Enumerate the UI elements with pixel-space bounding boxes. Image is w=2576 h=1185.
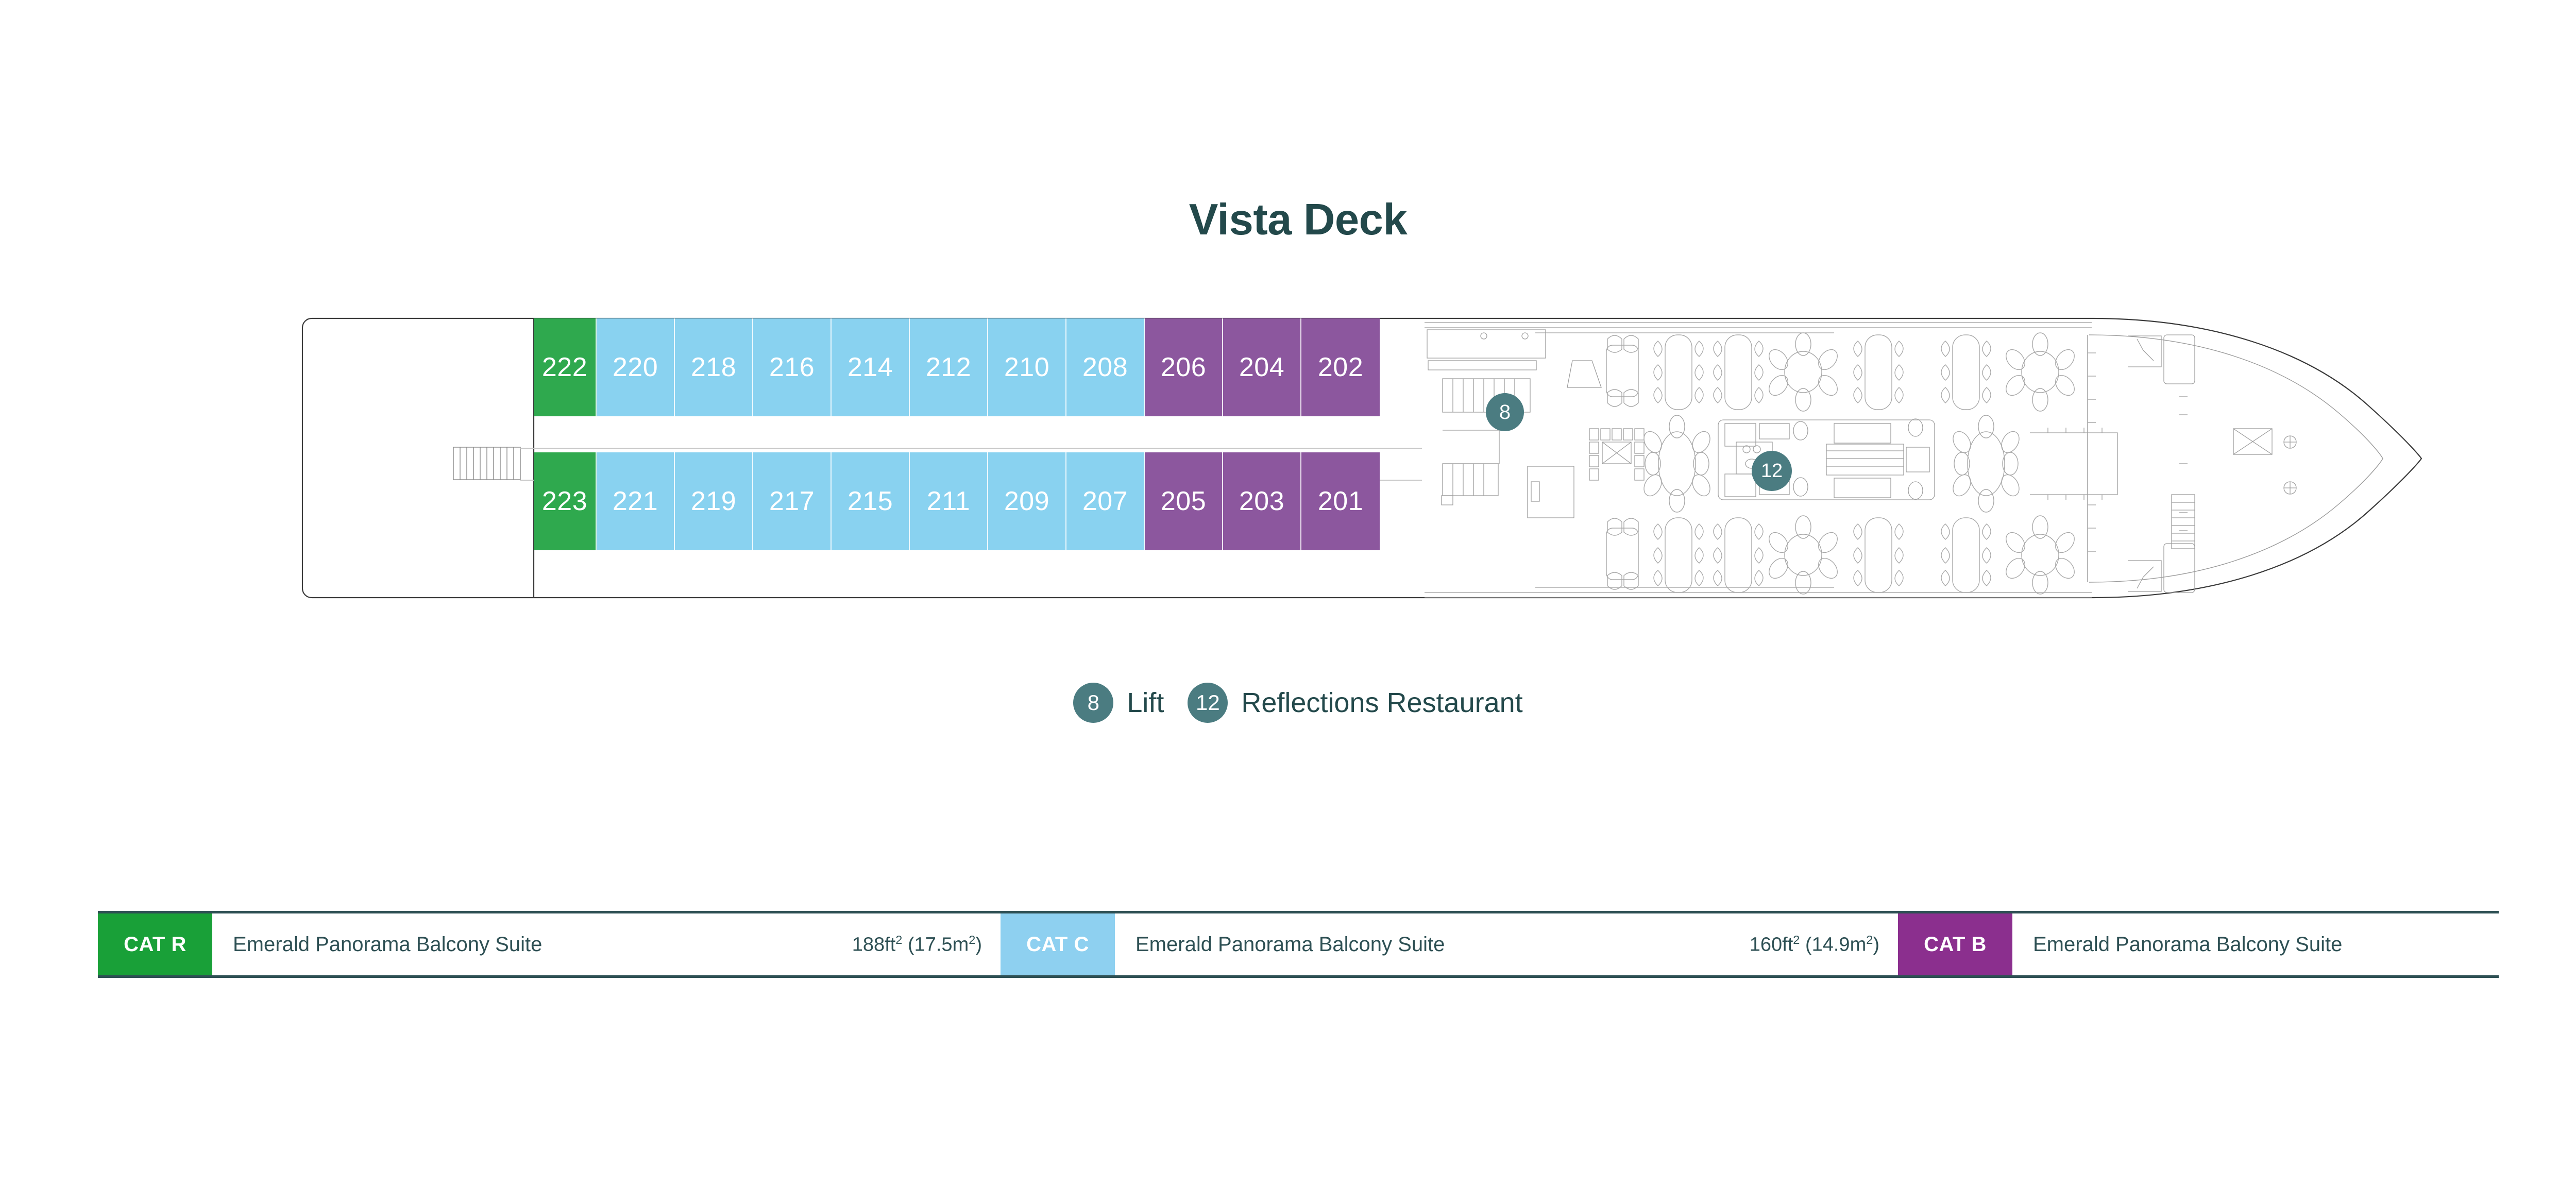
- category-row-b[interactable]: CAT B Emerald Panorama Balcony Suite 160…: [1898, 913, 2576, 975]
- cabin-number: 208: [1082, 352, 1128, 382]
- cabin-number: 220: [612, 352, 658, 382]
- legend-item-lift[interactable]: 8 Lift: [1073, 683, 1164, 723]
- cabin-215[interactable]: 215: [832, 452, 910, 550]
- legend-badge-8: 8: [1073, 683, 1114, 723]
- cabin-216[interactable]: 216: [753, 318, 832, 416]
- cabin-number: 211: [926, 486, 971, 516]
- cabin-201[interactable]: 201: [1301, 452, 1380, 550]
- cabin-number: 205: [1160, 486, 1207, 516]
- cabin-row-top: 222 220 218 216 214 212 210 208 206 204 …: [534, 318, 1380, 416]
- category-badge-r: CAT R: [98, 913, 212, 975]
- cabin-number: 209: [1004, 486, 1050, 516]
- dining-tables-lower: [1606, 515, 2075, 595]
- cabin-207[interactable]: 207: [1066, 452, 1145, 550]
- category-body-c: Emerald Panorama Balcony Suite 160ft2 (1…: [1115, 913, 1898, 975]
- cabin-number: 219: [690, 486, 737, 516]
- legend-badge-12: 12: [1188, 683, 1228, 723]
- deck-marker-lift[interactable]: 8: [1486, 393, 1524, 431]
- cabin-211[interactable]: 211: [910, 452, 988, 550]
- cabin-208[interactable]: 208: [1066, 318, 1145, 416]
- cabin-row-bottom: 223 221 219 217 215 211 209 207 205 203 …: [534, 452, 1380, 550]
- cabin-210[interactable]: 210: [988, 318, 1066, 416]
- cabin-202[interactable]: 202: [1301, 318, 1380, 416]
- category-name-b: Emerald Panorama Balcony Suite: [2033, 933, 2343, 956]
- cabin-category-table: CAT R Emerald Panorama Balcony Suite 188…: [98, 911, 2499, 978]
- cabin-222[interactable]: 222: [534, 318, 597, 416]
- page-title: Vista Deck: [1189, 195, 1408, 244]
- cabin-214[interactable]: 214: [832, 318, 910, 416]
- cabin-205[interactable]: 205: [1145, 452, 1223, 550]
- cabin-221[interactable]: 221: [597, 452, 675, 550]
- cabin-number: 210: [1004, 352, 1050, 382]
- cabin-209[interactable]: 209: [988, 452, 1066, 550]
- category-body-b: Emerald Panorama Balcony Suite 160ft2 (1…: [2012, 913, 2576, 975]
- category-badge-c: CAT C: [1001, 913, 1115, 975]
- cabin-number: 207: [1082, 486, 1128, 516]
- cabin-204[interactable]: 204: [1223, 318, 1301, 416]
- cabin-number: 223: [541, 486, 588, 516]
- cabin-number: 222: [541, 352, 588, 382]
- cabin-number: 218: [690, 352, 737, 382]
- cabin-number: 215: [847, 486, 893, 516]
- cabin-217[interactable]: 217: [753, 452, 832, 550]
- cabin-number: 217: [769, 486, 815, 516]
- cabin-212[interactable]: 212: [910, 318, 988, 416]
- cabin-number: 214: [847, 352, 893, 382]
- legend-label-restaurant: Reflections Restaurant: [1241, 687, 1523, 718]
- cabin-number: 202: [1317, 352, 1364, 382]
- legend-label-lift: Lift: [1127, 687, 1164, 718]
- cabin-206[interactable]: 206: [1145, 318, 1223, 416]
- legend-item-restaurant[interactable]: 12 Reflections Restaurant: [1188, 683, 1523, 723]
- category-body-r: Emerald Panorama Balcony Suite 188ft2 (1…: [212, 913, 1001, 975]
- category-size-c: 160ft2 (14.9m2): [1749, 933, 1879, 956]
- category-name-r: Emerald Panorama Balcony Suite: [233, 933, 543, 956]
- cabin-223[interactable]: 223: [534, 452, 597, 550]
- cabin-number: 201: [1317, 486, 1364, 516]
- category-name-c: Emerald Panorama Balcony Suite: [1136, 933, 1445, 956]
- category-size-r: 188ft2 (17.5m2): [852, 933, 982, 956]
- cabin-218[interactable]: 218: [675, 318, 753, 416]
- lounge-tables-center: [1643, 415, 2020, 513]
- category-badge-b: CAT B: [1898, 913, 2012, 975]
- deck-plan: 222 220 218 216 214 212 210 208 206 204 …: [0, 309, 2576, 618]
- cabin-number: 216: [769, 352, 815, 382]
- cabin-number: 206: [1160, 352, 1207, 382]
- cabin-203[interactable]: 203: [1223, 452, 1301, 550]
- cabin-number: 221: [612, 486, 658, 516]
- cabin-220[interactable]: 220: [597, 318, 675, 416]
- dining-tables-upper: [1606, 332, 2075, 412]
- category-row-c[interactable]: CAT C Emerald Panorama Balcony Suite 160…: [1001, 913, 1898, 975]
- cabin-number: 203: [1239, 486, 1285, 516]
- deck-marker-restaurant[interactable]: 12: [1752, 451, 1792, 491]
- cabin-number: 212: [925, 352, 972, 382]
- category-row-r[interactable]: CAT R Emerald Panorama Balcony Suite 188…: [98, 913, 1001, 975]
- cabin-219[interactable]: 219: [675, 452, 753, 550]
- cabin-number: 204: [1239, 352, 1285, 382]
- deck-legend: 8 Lift 12 Reflections Restaurant: [0, 683, 2576, 723]
